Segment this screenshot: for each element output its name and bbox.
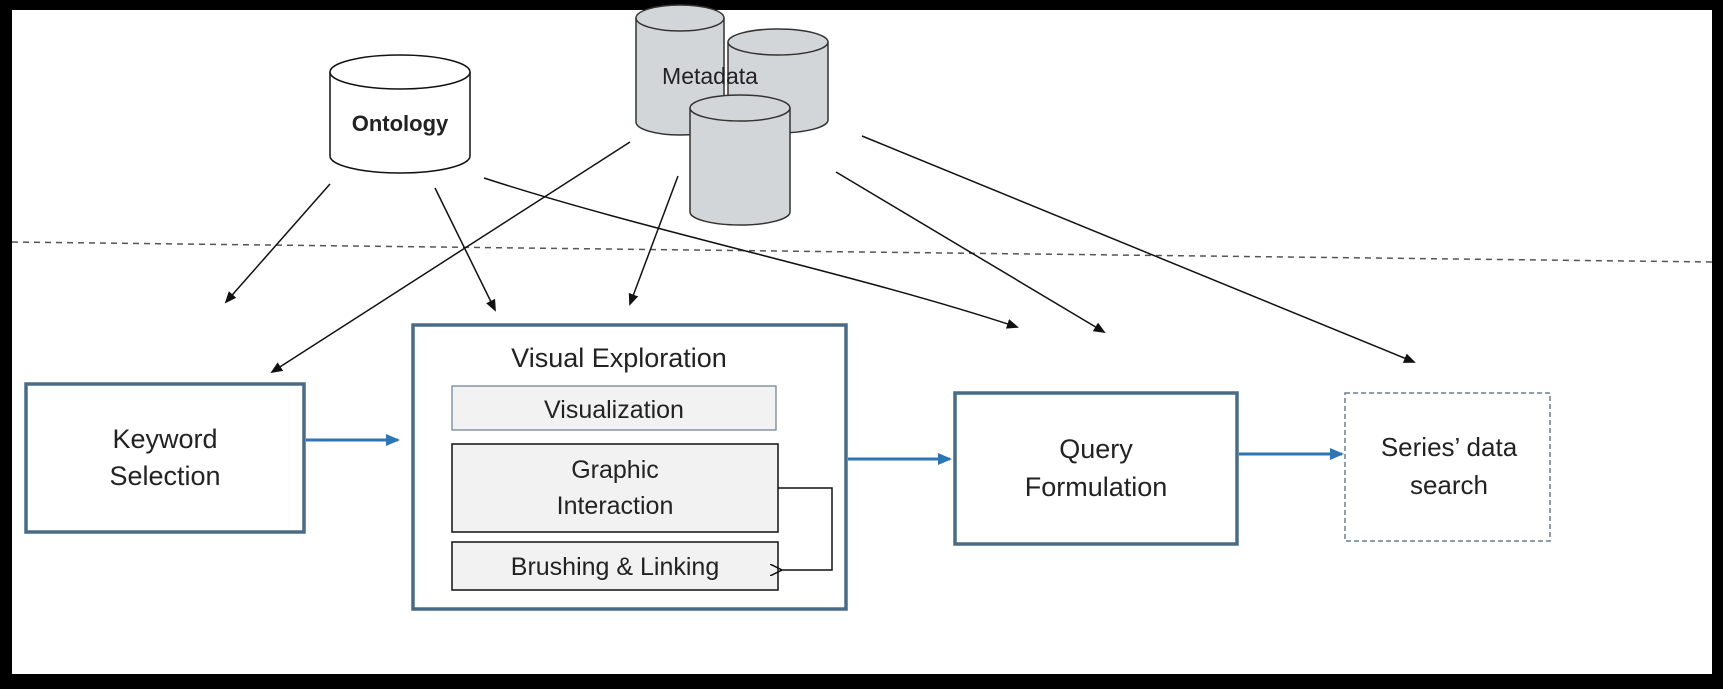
canvas-background: [12, 10, 1712, 674]
visual-exploration-title: Visual Exploration: [511, 343, 727, 373]
keyword-selection-label-line2: Selection: [109, 461, 220, 491]
arrow-metadata-to-series-search: [861, 135, 1416, 363]
visual-exploration-box: Visual Exploration Visualization Graphic…: [411, 323, 848, 611]
visualization-panel: [451, 385, 777, 431]
series-data-search-label-line1: Series’ data: [1381, 432, 1518, 462]
arrow-metadata-to-keyword: [270, 141, 631, 374]
arrow-metadata-to-query: [835, 171, 1106, 334]
metadata-database-front: [689, 94, 791, 226]
ontology-database: Ontology: [329, 54, 471, 174]
brushing-linking-label: Brushing & Linking: [511, 553, 719, 581]
knowledge-arrows: [224, 135, 1416, 374]
graphic-interaction-label-line2: Interaction: [557, 492, 674, 520]
series-data-search-box: Series’ data search: [1344, 392, 1551, 542]
keyword-selection-label-line1: Keyword: [112, 424, 217, 454]
arrow-metadata-to-exploration: [628, 175, 679, 306]
graphic-interaction-label-line1: Graphic: [571, 456, 659, 484]
interaction-feedback-arrow: [778, 487, 833, 570]
query-formulation-label-line2: Formulation: [1025, 472, 1168, 502]
series-data-search-label-line2: search: [1410, 470, 1488, 500]
arrow-ontology-to-exploration: [434, 187, 496, 312]
query-formulation-label-line1: Query: [1059, 434, 1133, 464]
ontology-label: Ontology: [352, 111, 449, 136]
layer-separator: [11, 241, 1713, 263]
query-formulation-box: Query Formulation: [953, 391, 1239, 546]
visualization-label: Visualization: [544, 396, 684, 424]
keyword-selection-box: Keyword Selection: [24, 382, 306, 534]
arrow-ontology-to-keyword: [224, 183, 331, 304]
brushing-linking-panel: [451, 541, 779, 591]
arrow-ontology-to-query: [483, 177, 1019, 329]
graphic-interaction-panel: [451, 443, 779, 533]
metadata-label: Metadata: [662, 63, 758, 89]
